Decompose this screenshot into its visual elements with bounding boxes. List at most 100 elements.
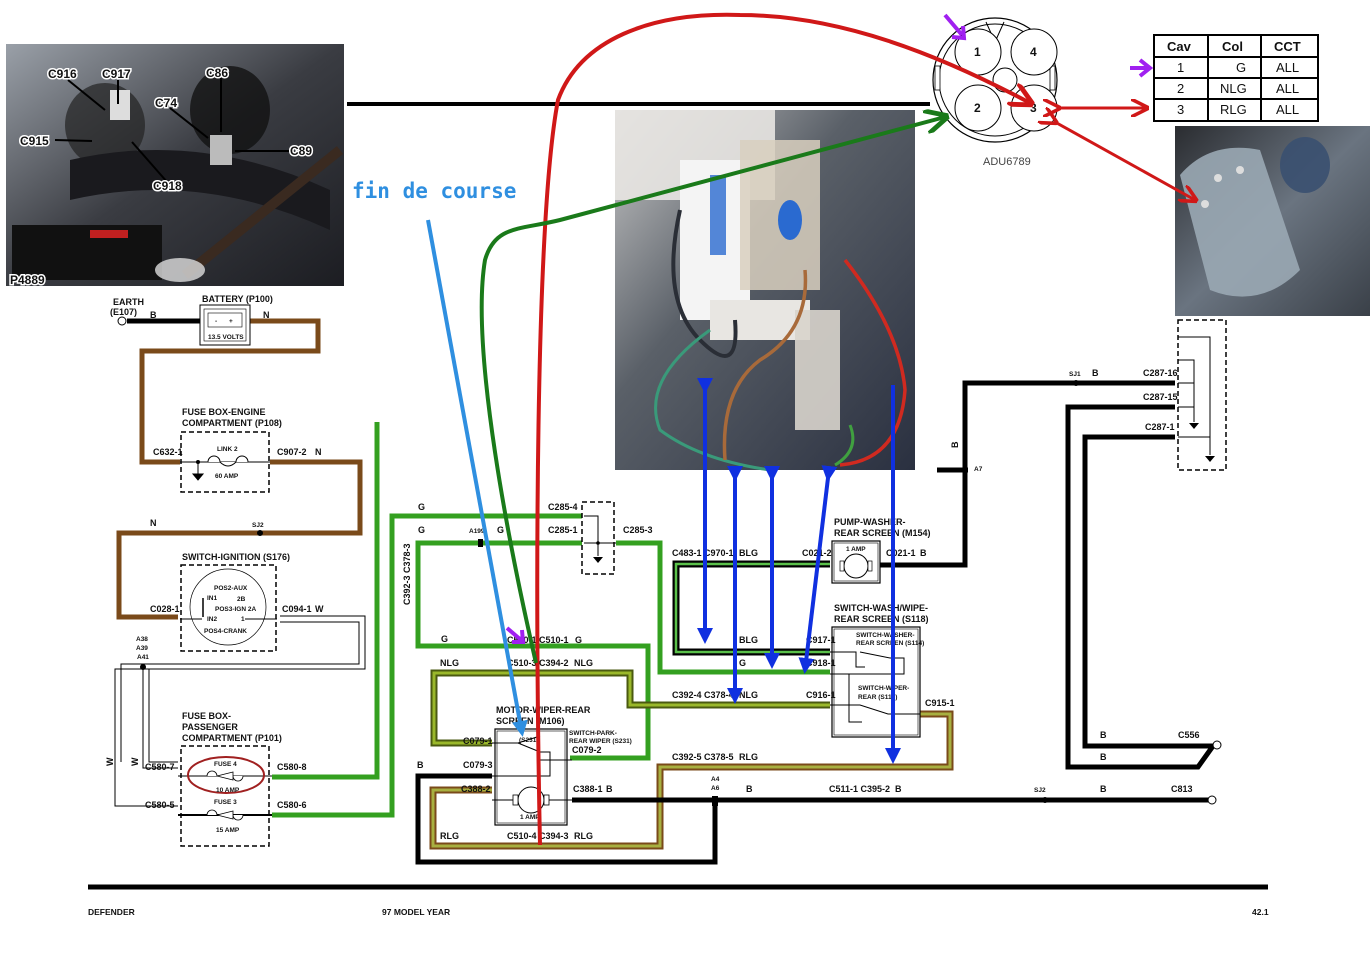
wire-nlg: [430, 669, 830, 747]
conn-c285-4: C285-4: [548, 502, 578, 512]
splice-label-a39: A39: [136, 645, 148, 652]
table-row: 1 G ALL: [1177, 60, 1299, 75]
footer-center: 97 MODEL YEAR: [382, 907, 450, 917]
splice-sj1: [1073, 380, 1079, 386]
conn-c510-4: C510-4 C394-3: [507, 831, 569, 841]
wire-rlg: [429, 710, 954, 850]
conn-c392-5: C392-5 C378-5: [672, 752, 734, 762]
splice-label-sj1: SJ1: [1069, 371, 1081, 378]
wire-black-c287-1: [1082, 434, 1213, 749]
arrow-purple-cavity1: [943, 13, 967, 41]
arrow-purple-table-row1: [1130, 58, 1154, 78]
splice-a38: [140, 664, 146, 670]
fuse-box-engine-p108: FUSE BOX-ENGINE COMPARTMENT (P108) LINK …: [180, 407, 282, 493]
splice-label-a199: A199: [469, 528, 485, 535]
motor-wiper-rating: 1 AMP: [520, 814, 540, 821]
wire-black-pump: [878, 380, 1175, 568]
washer-switch-title2: REAR SCREEN (S114): [856, 640, 924, 647]
table-cell: 3: [1177, 102, 1184, 117]
switch-ignition-s176: SWITCH-IGNITION (S176) POS2-AUX IN1 2B P…: [180, 552, 290, 652]
cavity-3-label: 3: [1030, 101, 1037, 115]
wire-black-c287-15: [1065, 404, 1216, 770]
ignition-2b: 2B: [237, 596, 246, 603]
splice-label-sj2: SJ2: [252, 522, 264, 529]
table-cell: ALL: [1276, 81, 1299, 96]
battery-pos: +: [229, 318, 233, 325]
ignition-pos3: POS3-IGN 2A: [215, 606, 256, 613]
wire-black-c079-3: [415, 773, 1210, 865]
conn-c021-1: C021-1: [886, 548, 916, 558]
photo-wiper-motor-connector: [615, 110, 915, 472]
wire-label-b: B: [1100, 730, 1107, 740]
wire-label-g: G: [418, 502, 425, 512]
wire-label-w: W: [105, 757, 115, 766]
photo-label-c915: C915: [20, 134, 49, 148]
washer-switch-title1: SWITCH-WASHER-: [856, 632, 915, 639]
conn-c392-4: C392-4 C378-4: [672, 690, 734, 700]
conn-c916-1: C916-1: [806, 690, 836, 700]
conn-c907-2: C907-2: [277, 447, 307, 457]
photo-label-c917: C917: [102, 67, 131, 81]
wire-label-b: B: [1092, 368, 1099, 378]
splice-label-a38: A38: [136, 636, 148, 643]
pump-title1: PUMP-WASHER-: [834, 517, 906, 527]
wire-label-b: B: [150, 310, 157, 320]
motor-wiper-sub: (S231): [519, 737, 539, 744]
wire-blg: [672, 560, 830, 656]
wire-green-fuse3: [272, 513, 584, 818]
splice-sj2-bottom: [1042, 797, 1048, 803]
ground-c287: [1177, 319, 1227, 471]
earth-e107: EARTH (E107): [110, 297, 144, 326]
wire-label-nlg: NLG: [440, 658, 459, 668]
conn-c580-8: C580-8: [277, 762, 307, 772]
wire-label-blg: BLG: [739, 635, 758, 645]
conn-c079-3: C079-3: [463, 760, 493, 770]
conn-c079-1: C079-1: [463, 736, 493, 746]
wire-label-nlg: NLG: [739, 690, 758, 700]
battery-p100: - + 13.5 VOLTS BATTERY (P100): [199, 294, 273, 346]
wire-label-g: G: [739, 658, 746, 668]
conn-c580-6: C580-6: [277, 800, 307, 810]
ignition-1: 1: [241, 616, 245, 623]
photo-connector-location: C916 C917 C86 C74 C915 C918 C89 P4889: [6, 44, 344, 289]
fuse-engine-title1: FUSE BOX-ENGINE: [182, 407, 266, 417]
conn-c388-2: C388-2: [461, 784, 491, 794]
fuse4-rating: 10 AMP: [216, 787, 240, 794]
cavity-4: [1010, 28, 1058, 76]
earth-c813: [1207, 795, 1217, 805]
table-cell: NLG: [1220, 81, 1247, 96]
wire-label-n: N: [150, 518, 157, 528]
footer-left: DEFENDER: [88, 907, 135, 917]
wire-label-blg: BLG: [739, 548, 758, 558]
photo-label-c916: C916: [48, 67, 77, 81]
fuse-box-passenger-p101: FUSE BOX- PASSENGER COMPARTMENT (P101) F…: [178, 711, 282, 847]
splice-sj2: [257, 530, 263, 536]
fuse-passenger-title1: FUSE BOX-: [182, 711, 231, 721]
conn-c556: C556: [1178, 730, 1200, 740]
conn-c287-1: C287-1: [1145, 422, 1175, 432]
arrow-green-cavity2: [479, 117, 945, 664]
battery-title: BATTERY (P100): [202, 294, 273, 304]
wire-label-rlg: RLG: [739, 752, 758, 762]
wire-label-g: G: [441, 634, 448, 644]
table-cell: ALL: [1276, 60, 1299, 75]
wire-label-b: B: [1100, 752, 1107, 762]
conn-c813: C813: [1171, 784, 1193, 794]
splice-label-sj2: SJ2: [1034, 787, 1046, 794]
conn-c632-1: C632-1: [153, 447, 183, 457]
fuse-passenger-title2: PASSENGER: [182, 722, 238, 732]
earth-c556: [1212, 740, 1222, 750]
motor-wiper-title2: SCREEN (M106): [496, 716, 565, 726]
switch-wash-wipe-s118: SWITCH-WASH/WIPE- REAR SCREEN (S118) SWI…: [830, 603, 929, 738]
battery-neg: -: [215, 318, 217, 325]
wire-label-w: W: [315, 604, 324, 614]
wire-label-w: W: [130, 757, 140, 766]
photo-label-c86: C86: [206, 66, 228, 80]
wire-label-b: B: [606, 784, 613, 794]
fuse4-highlight: [187, 756, 265, 794]
ignition-in2: IN2: [207, 616, 218, 623]
wire-label-b: B: [920, 548, 927, 558]
connector-face: 1 4 2 3 ADU6789: [932, 17, 1058, 168]
wire-label-nlg: NLG: [574, 658, 593, 668]
